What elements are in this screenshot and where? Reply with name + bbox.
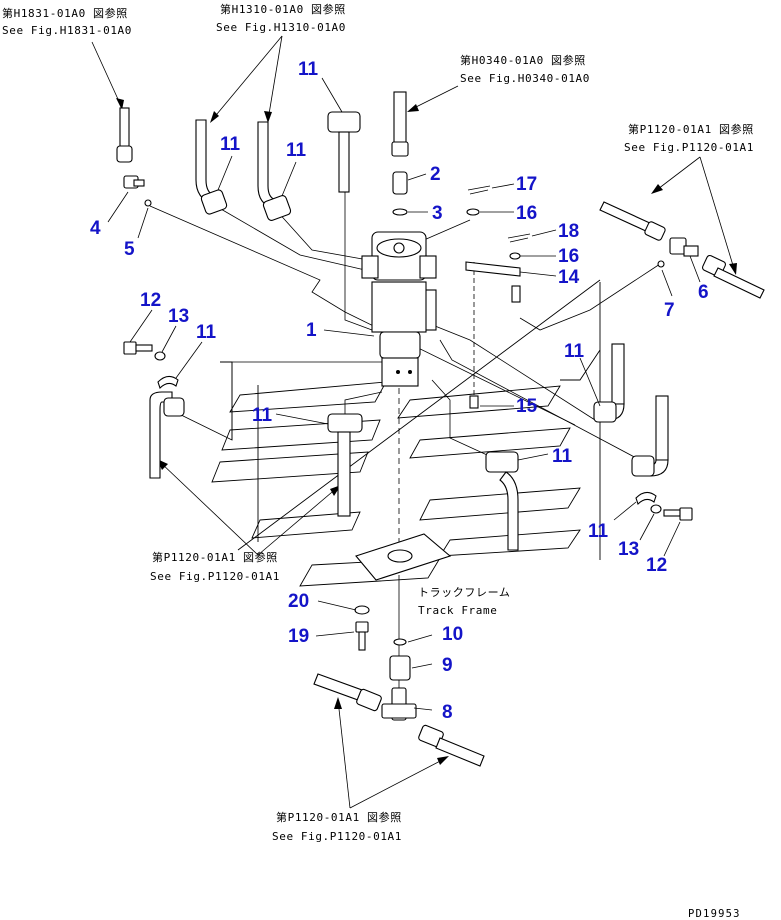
hose-h1310-right bbox=[257, 121, 292, 221]
hose-p1120-right-end bbox=[701, 254, 765, 299]
o-ring-part-5 bbox=[144, 199, 152, 207]
washer-part-16-upper bbox=[466, 208, 480, 216]
reference-p1120-bottom-jp: 第P1120-01A1 図参照 bbox=[276, 810, 402, 824]
clamp-part-11-left bbox=[157, 375, 179, 390]
reference-p1120-mid-jp: 第P1120-01A1 図参照 bbox=[152, 550, 278, 564]
tee-fitting-part-6 bbox=[669, 237, 699, 257]
hose-center-right bbox=[485, 451, 519, 551]
pin-part-18 bbox=[507, 233, 531, 243]
callout-number: 3 bbox=[432, 203, 443, 224]
callout-number: 4 bbox=[90, 218, 101, 239]
callout-numbers: 11 11 11 2 17 3 16 18 16 14 4 5 6 7 12 1… bbox=[90, 59, 709, 723]
callout-number: 11 bbox=[298, 59, 319, 80]
reference-h1831: 第H1831-01A0 図参照 See Fig.H1831-01A0 bbox=[2, 6, 132, 37]
mounting-plate-hole bbox=[387, 549, 413, 563]
connector-part-2 bbox=[392, 171, 408, 195]
hose-center-left bbox=[327, 413, 363, 517]
callout-number: 20 bbox=[288, 591, 309, 612]
hose-h1831 bbox=[116, 107, 133, 163]
callout-number: 8 bbox=[442, 702, 453, 723]
swivel-joint-part-1 bbox=[361, 231, 437, 387]
hose-p1120-bottom-right bbox=[418, 724, 485, 767]
callout-number: 13 bbox=[168, 306, 189, 327]
callout-number: 10 bbox=[442, 624, 463, 645]
reference-p1120-mid: 第P1120-01A1 図参照 See Fig.P1120-01A1 bbox=[150, 550, 280, 583]
washer-part-13-right bbox=[650, 504, 662, 514]
bolt-part-15 bbox=[469, 395, 479, 409]
plate-part-14 bbox=[465, 261, 521, 277]
callout-number: 9 bbox=[442, 655, 453, 676]
callout-number: 13 bbox=[618, 539, 639, 560]
hose-h1310-left bbox=[195, 119, 228, 215]
reference-h1310: 第H1310-01A0 図参照 See Fig.H1310-01A0 bbox=[216, 2, 346, 34]
callout-number: 6 bbox=[698, 282, 709, 303]
track-frame-label-en: Track Frame bbox=[418, 604, 497, 617]
callout-number: 11 bbox=[196, 322, 217, 343]
hose-h0340 bbox=[391, 91, 409, 157]
callout-number: 16 bbox=[558, 246, 579, 267]
callout-number: 17 bbox=[516, 174, 537, 195]
reference-arrows bbox=[91, 35, 737, 809]
track-frame-label: トラックフレーム Track Frame bbox=[418, 586, 510, 617]
bolt-part-12-right bbox=[663, 507, 693, 521]
reference-p1120-right-en: See Fig.P1120-01A1 bbox=[624, 141, 754, 154]
callout-number: 11 bbox=[252, 405, 273, 426]
reference-h0340: 第H0340-01A0 図参照 See Fig.H0340-01A0 bbox=[460, 53, 590, 85]
reference-h1831-en: See Fig.H1831-01A0 bbox=[2, 24, 132, 37]
callout-number: 1 bbox=[306, 320, 317, 341]
hose-p1120-left bbox=[149, 391, 185, 479]
callout-number: 7 bbox=[664, 300, 675, 321]
callout-number: 2 bbox=[430, 164, 441, 185]
washer-part-20 bbox=[354, 605, 370, 615]
track-frame-label-jp: トラックフレーム bbox=[418, 586, 510, 599]
reference-h0340-en: See Fig.H0340-01A0 bbox=[460, 72, 590, 85]
callout-number: 16 bbox=[516, 203, 537, 224]
callout-number: 11 bbox=[286, 140, 307, 161]
reference-h1310-jp: 第H1310-01A0 図参照 bbox=[220, 2, 346, 16]
drawing-id: PD19953 bbox=[688, 908, 741, 920]
hose-right-lower bbox=[631, 395, 669, 477]
reference-h0340-jp: 第H0340-01A0 図参照 bbox=[460, 53, 586, 67]
reference-p1120-right: 第P1120-01A1 図参照 See Fig.P1120-01A1 bbox=[624, 122, 754, 154]
elbow-fitting-part-4 bbox=[123, 175, 145, 189]
washer-part-16-lower bbox=[509, 252, 521, 260]
clamp-part-11-right bbox=[635, 491, 657, 506]
connection-lines bbox=[149, 140, 661, 690]
bolt-part-19 bbox=[355, 621, 369, 651]
callout-number: 19 bbox=[288, 626, 309, 647]
reference-h1831-jp: 第H1831-01A0 図参照 bbox=[2, 6, 128, 20]
reference-p1120-bottom-en: See Fig.P1120-01A1 bbox=[272, 830, 402, 843]
tee-fitting-part-8 bbox=[381, 687, 417, 721]
callout-number: 14 bbox=[558, 267, 580, 288]
washer-part-13-left bbox=[154, 351, 166, 361]
adapter-part-9 bbox=[389, 655, 411, 681]
o-ring-part-3 bbox=[392, 208, 408, 216]
callout-number: 12 bbox=[140, 290, 161, 311]
callout-number: 15 bbox=[516, 396, 538, 417]
o-ring-part-10 bbox=[393, 638, 407, 646]
pin-part-14b bbox=[511, 285, 521, 303]
callout-number: 12 bbox=[646, 555, 667, 576]
bolt-part-12-left bbox=[123, 341, 153, 355]
callout-number: 5 bbox=[124, 239, 135, 260]
callout-number: 11 bbox=[564, 341, 585, 362]
callout-number: 11 bbox=[552, 446, 573, 467]
callout-number: 11 bbox=[220, 134, 241, 155]
hose-top-center bbox=[327, 111, 361, 193]
reference-h1310-en: See Fig.H1310-01A0 bbox=[216, 21, 346, 34]
reference-p1120-bottom: 第P1120-01A1 図参照 See Fig.P1120-01A1 bbox=[272, 810, 402, 843]
o-ring-part-7 bbox=[657, 260, 665, 268]
callout-leaders bbox=[107, 77, 701, 711]
hose-p1120-right bbox=[599, 201, 666, 241]
reference-p1120-right-jp: 第P1120-01A1 図参照 bbox=[628, 122, 754, 136]
hose-right-upper bbox=[593, 343, 625, 423]
pin-part-17 bbox=[467, 185, 491, 195]
callout-number: 11 bbox=[588, 521, 609, 542]
hose-p1120-bottom-left bbox=[313, 673, 382, 712]
reference-p1120-mid-en: See Fig.P1120-01A1 bbox=[150, 570, 280, 583]
callout-number: 18 bbox=[558, 221, 579, 242]
